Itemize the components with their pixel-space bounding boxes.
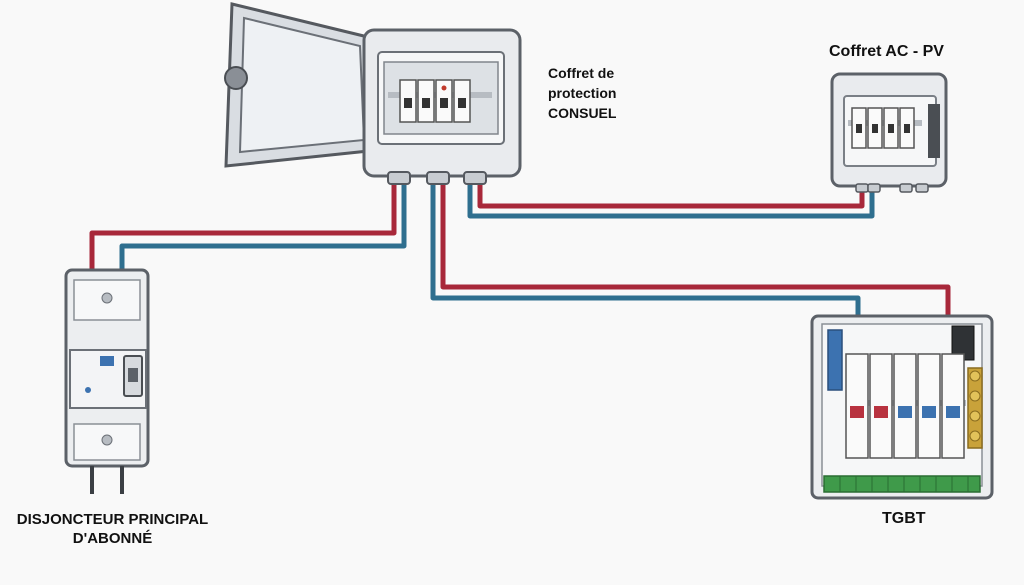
ac-pv-glands <box>855 183 929 193</box>
wire-phase-consuel-to-tgbt <box>440 183 951 330</box>
consuel-label-line-2: protection <box>548 85 617 101</box>
wire-neutral-consuel-to-acpv <box>467 182 875 219</box>
door-hinge-knob <box>224 66 248 90</box>
main-breaker-label-line-1: DISJONCTEUR PRINCIPAL <box>16 511 209 528</box>
neutral-bar <box>827 329 843 391</box>
wire-phase-consuel-to-acpv <box>477 182 865 209</box>
ac-pv-box-label: Coffret AC - PV <box>829 43 944 60</box>
tgbt-panel <box>810 314 994 500</box>
main-breaker-label: DISJONCTEUR PRINCIPAL D'ABONNÉ <box>10 510 215 548</box>
consuel-label-line-1: Coffret de <box>548 65 615 81</box>
wire-neutral-consuel-to-breaker <box>119 180 407 273</box>
ac-pv-box <box>830 72 948 193</box>
consuel-label-line-3: CONSUEL <box>548 105 617 121</box>
wires <box>89 180 951 350</box>
consuel-breakers <box>399 79 471 123</box>
ac-pv-breakers <box>851 107 915 149</box>
brass-busbar <box>967 367 983 449</box>
main-breaker-label-line-2: D'ABONNÉ <box>72 530 153 547</box>
main-breaker <box>64 268 150 494</box>
wire-phase-consuel-to-breaker <box>89 180 397 273</box>
terminal-strip <box>823 475 981 493</box>
consuel-protection-box <box>224 2 522 185</box>
tgbt-breakers <box>845 353 965 459</box>
consuel-box-label: Coffret de protection CONSUEL <box>548 63 616 123</box>
cable-glands <box>387 171 487 185</box>
tgbt-label: TGBT <box>882 510 926 527</box>
